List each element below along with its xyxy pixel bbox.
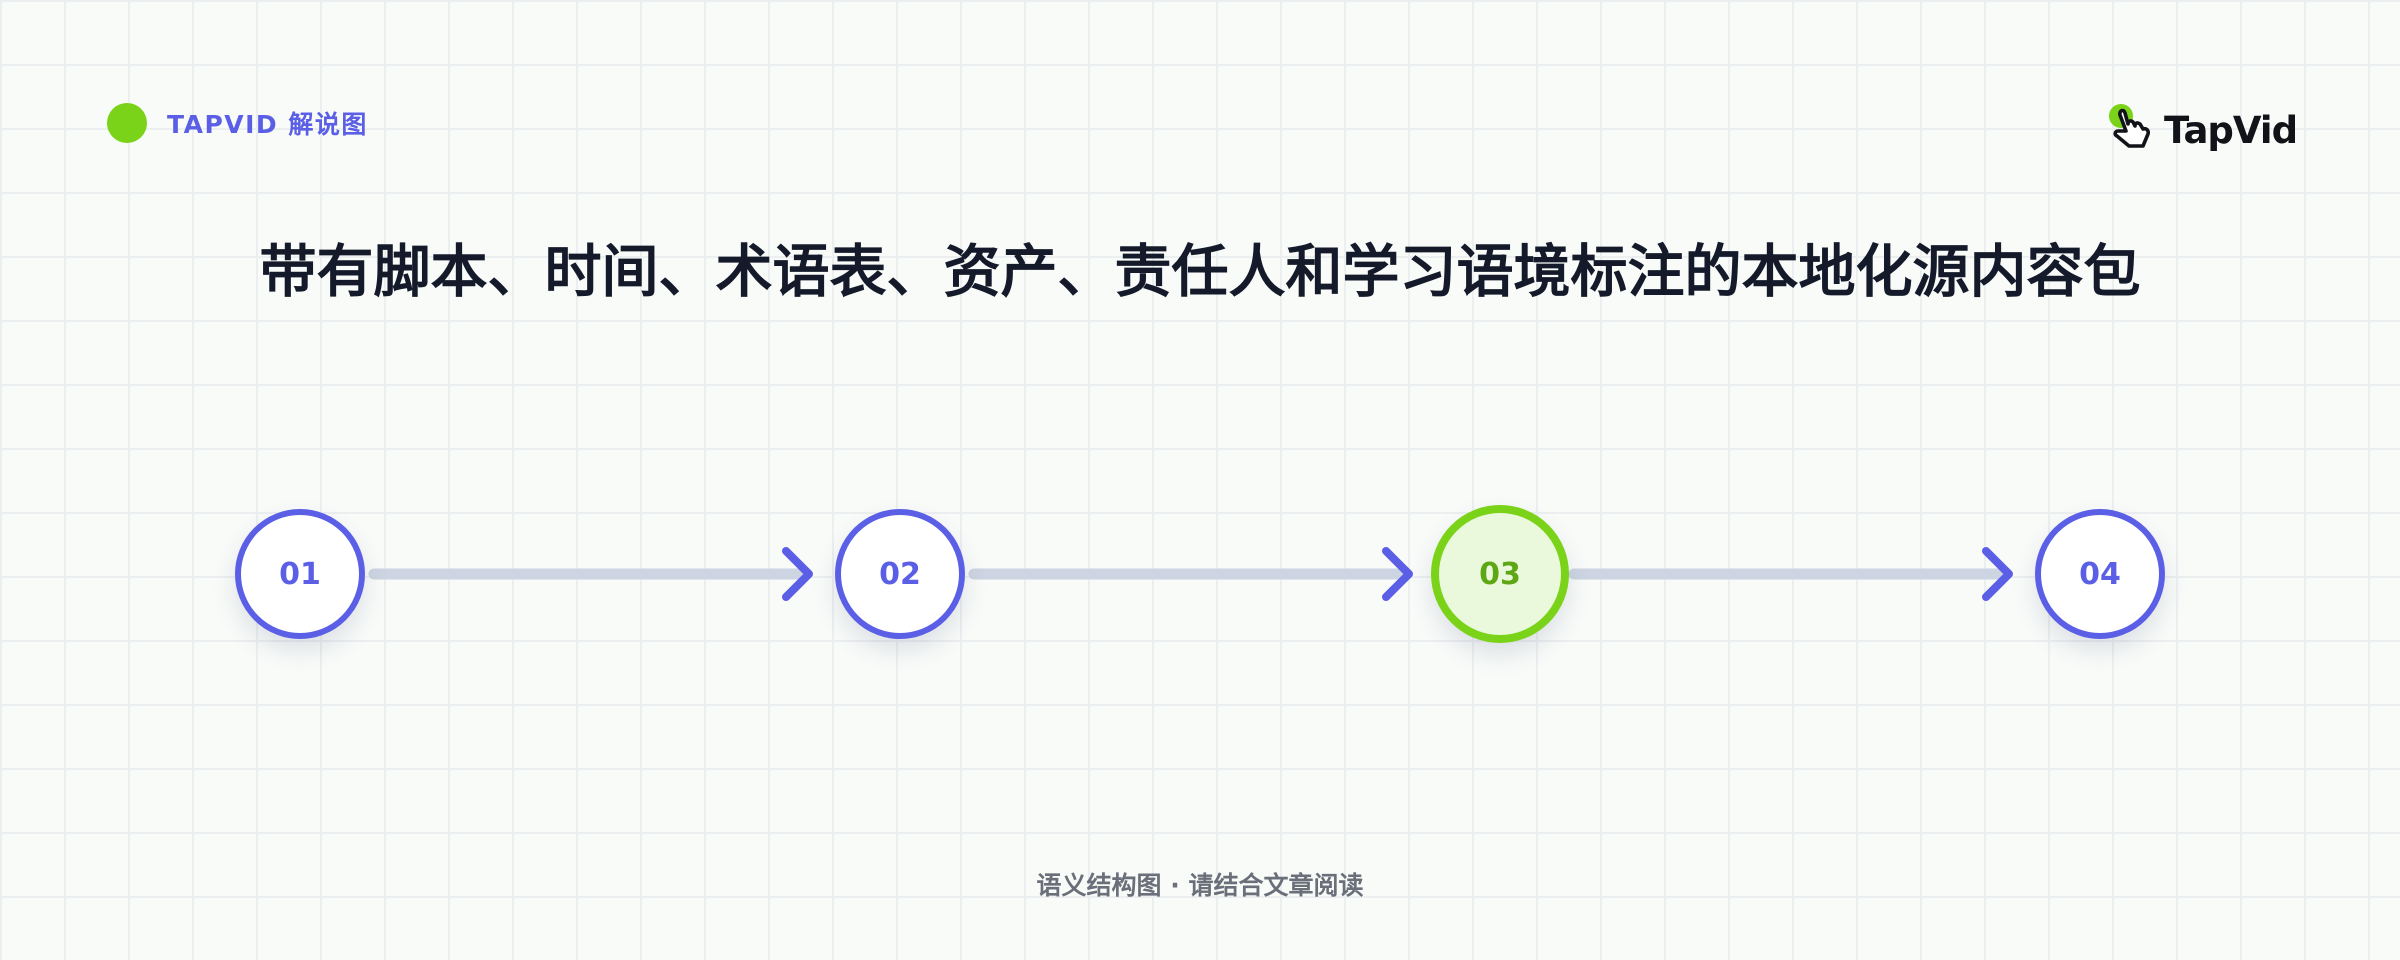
- tapvid-logo: TapVid: [2106, 102, 2298, 158]
- connector-arrow-2: [968, 547, 1413, 601]
- connector-arrow-3: [1568, 547, 2013, 601]
- step-number: 04: [2079, 556, 2121, 592]
- page-title: 带有脚本、时间、术语表、资产、责任人和学习语境标注的本地化源内容包: [259, 239, 2141, 305]
- step-node-01: 01: [235, 509, 365, 639]
- brand-dot-icon: [107, 103, 147, 143]
- brand-tag-label: TAPVID 解说图: [167, 110, 368, 139]
- step-node-04: 04: [2035, 509, 2165, 639]
- brand-tag: TAPVID 解说图: [107, 103, 368, 143]
- step-node-02: 02: [835, 509, 965, 639]
- pointer-hand-icon: [2109, 104, 2150, 148]
- connector-arrow-1: [368, 547, 813, 601]
- logo-wordmark: TapVid: [2164, 108, 2298, 152]
- step-number: 01: [279, 556, 321, 592]
- step-node-03-active: 03: [1431, 505, 1569, 643]
- step-number: 02: [879, 556, 921, 592]
- step-number: 03: [1479, 556, 1521, 592]
- footer-note: 语义结构图 · 请结合文章阅读: [1036, 871, 1364, 900]
